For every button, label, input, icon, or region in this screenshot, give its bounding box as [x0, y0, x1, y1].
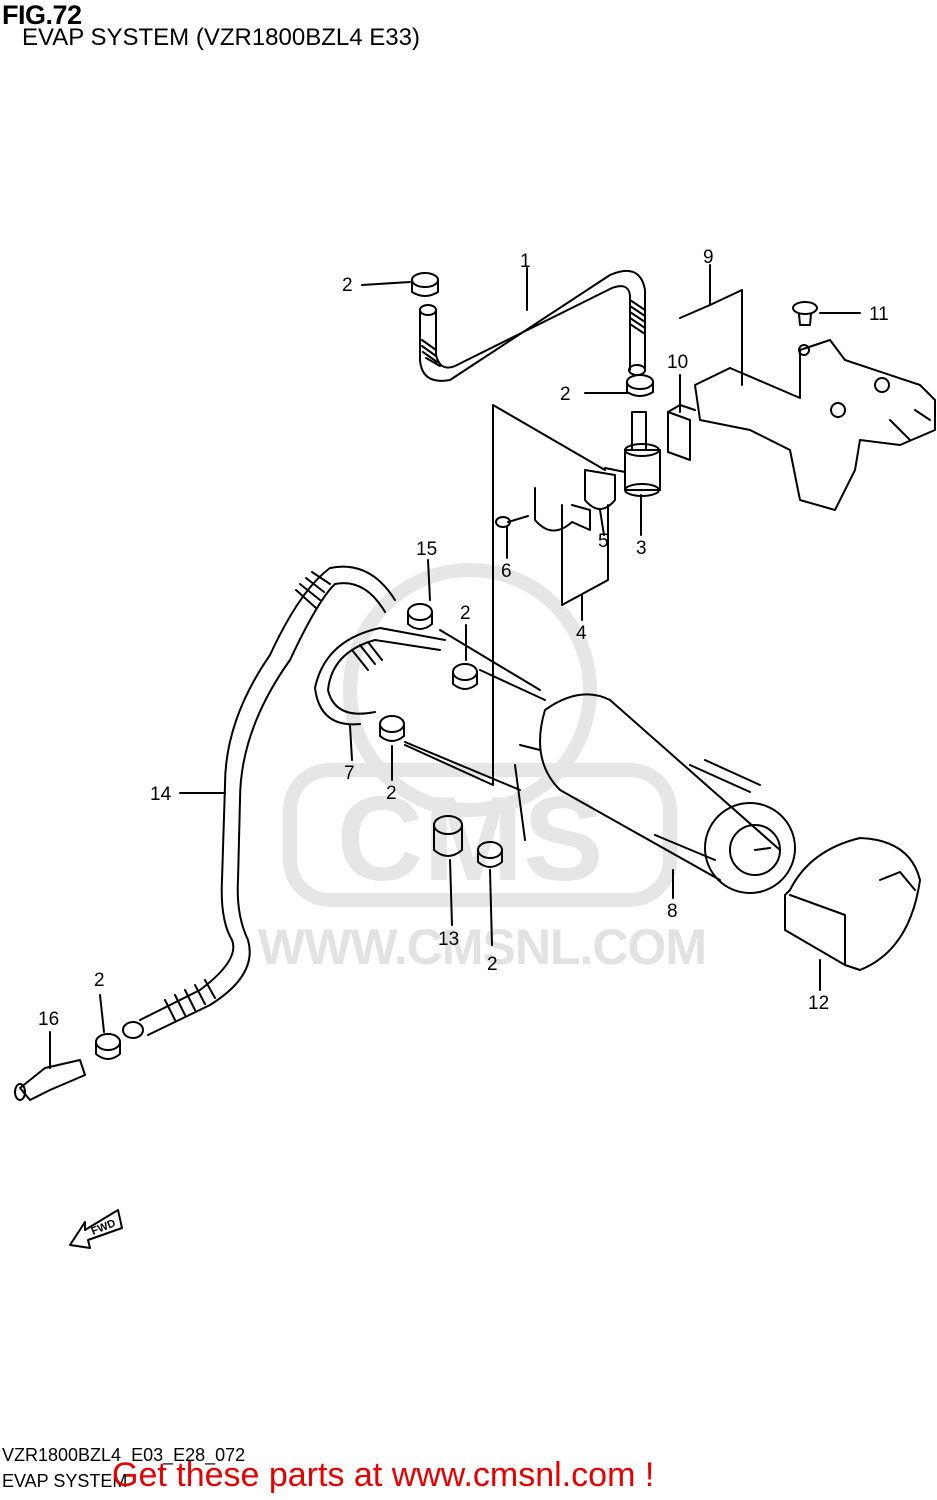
- callout-1: 1: [520, 251, 531, 272]
- callout-5: 5: [598, 531, 609, 552]
- callout-15: 15: [416, 539, 438, 560]
- hose-7: [314, 627, 446, 726]
- callout-6: 6: [501, 561, 512, 582]
- bracket-5: [534, 469, 616, 532]
- clamp-2-top: [411, 272, 654, 397]
- callout-11: 11: [869, 304, 889, 325]
- callout-2: 2: [487, 954, 498, 975]
- callout-13: 13: [438, 929, 460, 950]
- figure-title: EVAP SYSTEM (VZR1800BZL4 E33): [22, 24, 420, 51]
- callout-3: 3: [636, 538, 647, 559]
- canister-8: [519, 693, 796, 894]
- cover-12: [784, 837, 921, 971]
- watermark-url: WWW.CMSNL.COM: [258, 919, 707, 975]
- bracket-9: [694, 339, 936, 511]
- callout-2: 2: [94, 970, 105, 991]
- callout-14: 14: [150, 784, 172, 805]
- bolt-11: [792, 301, 818, 326]
- callout-10: 10: [667, 352, 689, 373]
- screw-6: [495, 515, 529, 528]
- leader-lines: [49, 264, 861, 1069]
- diagram-code: VZR1800BZL4_E03_E28_072: [2, 1445, 246, 1465]
- valve-3: [604, 411, 661, 497]
- clamps-2-middle: [95, 603, 503, 1060]
- callout-8: 8: [667, 901, 678, 922]
- callout-9: 9: [703, 247, 714, 268]
- hose-13: [433, 815, 463, 857]
- callout-2: 2: [386, 783, 397, 804]
- diagram-name: EVAP SYSTEM: [2, 1471, 128, 1491]
- fwd-arrow-icon: FWD: [69, 1209, 123, 1249]
- bracket-10: [667, 404, 696, 461]
- callout-4: 4: [576, 623, 587, 644]
- hose-14: [122, 565, 396, 1039]
- fitting-16: [14, 1059, 86, 1101]
- callout-2: 2: [342, 275, 353, 296]
- callout-12: 12: [808, 993, 830, 1014]
- callout-7: 7: [344, 763, 355, 784]
- callout-2: 2: [560, 384, 571, 405]
- assembly-lines: [404, 404, 606, 841]
- figure-number: FIG.72: [2, 0, 82, 30]
- promo-link[interactable]: Get these parts at www.cmsnl.com !: [112, 1456, 655, 1494]
- callout-16: 16: [38, 1009, 60, 1030]
- callout-2: 2: [460, 603, 471, 624]
- hose-1: [419, 270, 646, 382]
- watermark-logo-text: CMS: [337, 772, 604, 906]
